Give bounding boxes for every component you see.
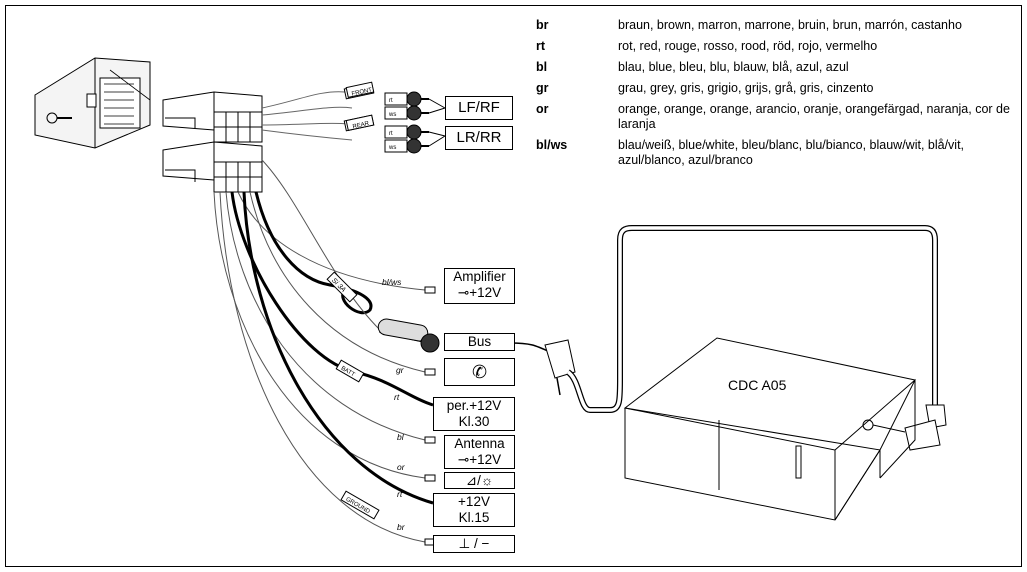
front-tag bbox=[345, 81, 375, 98]
switch-icon: ⊸ bbox=[457, 285, 470, 300]
kl15-label: Kl.15 bbox=[458, 510, 490, 525]
legend-row-rt: rt rot, red, rouge, rosso, rood, röd, ro… bbox=[536, 39, 1016, 54]
legend-row-bl: bl blau, blue, bleu, blu, blauw, blå, az… bbox=[536, 60, 1016, 75]
rear-tag bbox=[345, 114, 375, 131]
front-label: FRONT bbox=[351, 87, 373, 97]
diagram-frame bbox=[5, 5, 1022, 567]
antenna-voltage: ⊸+12V bbox=[445, 452, 514, 468]
iso-connector-top bbox=[162, 91, 263, 143]
iso-connector-bottom bbox=[162, 141, 263, 193]
legend-text: rot, red, rouge, rosso, rood, röd, rojo,… bbox=[618, 39, 878, 53]
antenna-box: Antenna ⊸+12V bbox=[444, 435, 515, 469]
antenna-voltage-value: +12V bbox=[469, 452, 502, 467]
legend-row-or: or orange, orange, orange, arancio, oran… bbox=[536, 102, 1016, 132]
antenna-label: Antenna bbox=[454, 436, 505, 451]
batt-tag bbox=[335, 359, 365, 383]
ws-front-label: ws bbox=[388, 112, 396, 118]
legend-text: braun, brown, marron, marrone, bruin, br… bbox=[618, 18, 962, 32]
legend-text: blau, blue, bleu, blu, blauw, blå, azul,… bbox=[618, 60, 849, 74]
wire-label-blws: bl/ws bbox=[382, 277, 402, 287]
legend-text: grau, grey, gris, grigio, grijs, grå, gr… bbox=[618, 81, 874, 95]
legend-code: bl bbox=[536, 60, 548, 74]
rca-cables bbox=[261, 91, 353, 141]
lf-rf-box: LF/RF bbox=[445, 96, 513, 120]
illumination-box: ⊿/☼ bbox=[444, 472, 515, 489]
wire-label-br: br bbox=[397, 522, 406, 532]
lr-rr-box: LR/RR bbox=[445, 126, 513, 150]
legend-text: blau/weiß, blue/white, bleu/blanc, blu/b… bbox=[618, 138, 965, 167]
ground-minus-icon: ⊥ / − bbox=[458, 536, 490, 551]
dimmer-sun-icon: ⊿/☼ bbox=[465, 473, 494, 488]
amplifier-box: Amplifier ⊸+12V bbox=[444, 268, 515, 304]
bus-cable bbox=[261, 159, 947, 451]
legend-row-br: br braun, brown, marron, marrone, bruin,… bbox=[536, 18, 1016, 33]
wire-label-bl: bl bbox=[397, 432, 405, 442]
rear-label: REAR bbox=[352, 121, 370, 130]
thin-wires bbox=[213, 191, 426, 543]
legend-code: rt bbox=[536, 39, 546, 53]
legend-code: bl/ws bbox=[536, 138, 568, 152]
legend-code: gr bbox=[536, 81, 549, 95]
fuse-holder bbox=[326, 271, 358, 303]
ws-rear-label: ws bbox=[388, 145, 396, 151]
wire-label-gr: gr bbox=[396, 365, 405, 375]
thick-wires bbox=[230, 191, 434, 505]
terminal-pins bbox=[424, 286, 436, 546]
rt-front-label: rt bbox=[389, 98, 393, 104]
mute-box: ✆ bbox=[444, 358, 515, 386]
rt-rear-label: rt bbox=[389, 131, 393, 137]
amplifier-voltage: ⊸+12V bbox=[445, 285, 514, 301]
wire-label-rt1: rt bbox=[394, 392, 400, 402]
amplifier-voltage-value: +12V bbox=[469, 285, 502, 300]
legend-code: or bbox=[536, 102, 549, 116]
wire-label-rt2: rt bbox=[397, 489, 403, 499]
legend-code: br bbox=[536, 18, 549, 32]
head-unit bbox=[34, 57, 151, 149]
per-12v-box: per.+12V Kl.30 bbox=[433, 397, 515, 431]
legend-row-gr: gr grau, grey, gris, grigio, grijs, grå,… bbox=[536, 81, 1016, 96]
wire-label-or: or bbox=[397, 462, 406, 472]
cdc-label: CDC A05 bbox=[728, 377, 787, 393]
phone-mute-icon: ✆ bbox=[471, 362, 488, 382]
ignition-12v-label: +12V bbox=[458, 494, 490, 509]
cdc-unit bbox=[623, 337, 916, 521]
amplifier-label: Amplifier bbox=[453, 269, 506, 284]
per-12v-label: per.+12V bbox=[446, 398, 502, 413]
legend-row-blws: bl/ws blau/weiß, blue/white, bleu/blanc,… bbox=[536, 138, 1016, 168]
legend-text: orange, orange, orange, arancio, oranje,… bbox=[618, 102, 1010, 131]
kl30-label: Kl.30 bbox=[458, 414, 490, 429]
bus-box: Bus bbox=[444, 333, 515, 351]
ignition-12v-box: +12V Kl.15 bbox=[433, 493, 515, 527]
switch-icon: ⊸ bbox=[457, 452, 470, 467]
ground-box: ⊥ / − bbox=[433, 535, 515, 553]
color-code-legend: br braun, brown, marron, marrone, bruin,… bbox=[536, 18, 1016, 174]
ground-tag bbox=[340, 490, 380, 520]
